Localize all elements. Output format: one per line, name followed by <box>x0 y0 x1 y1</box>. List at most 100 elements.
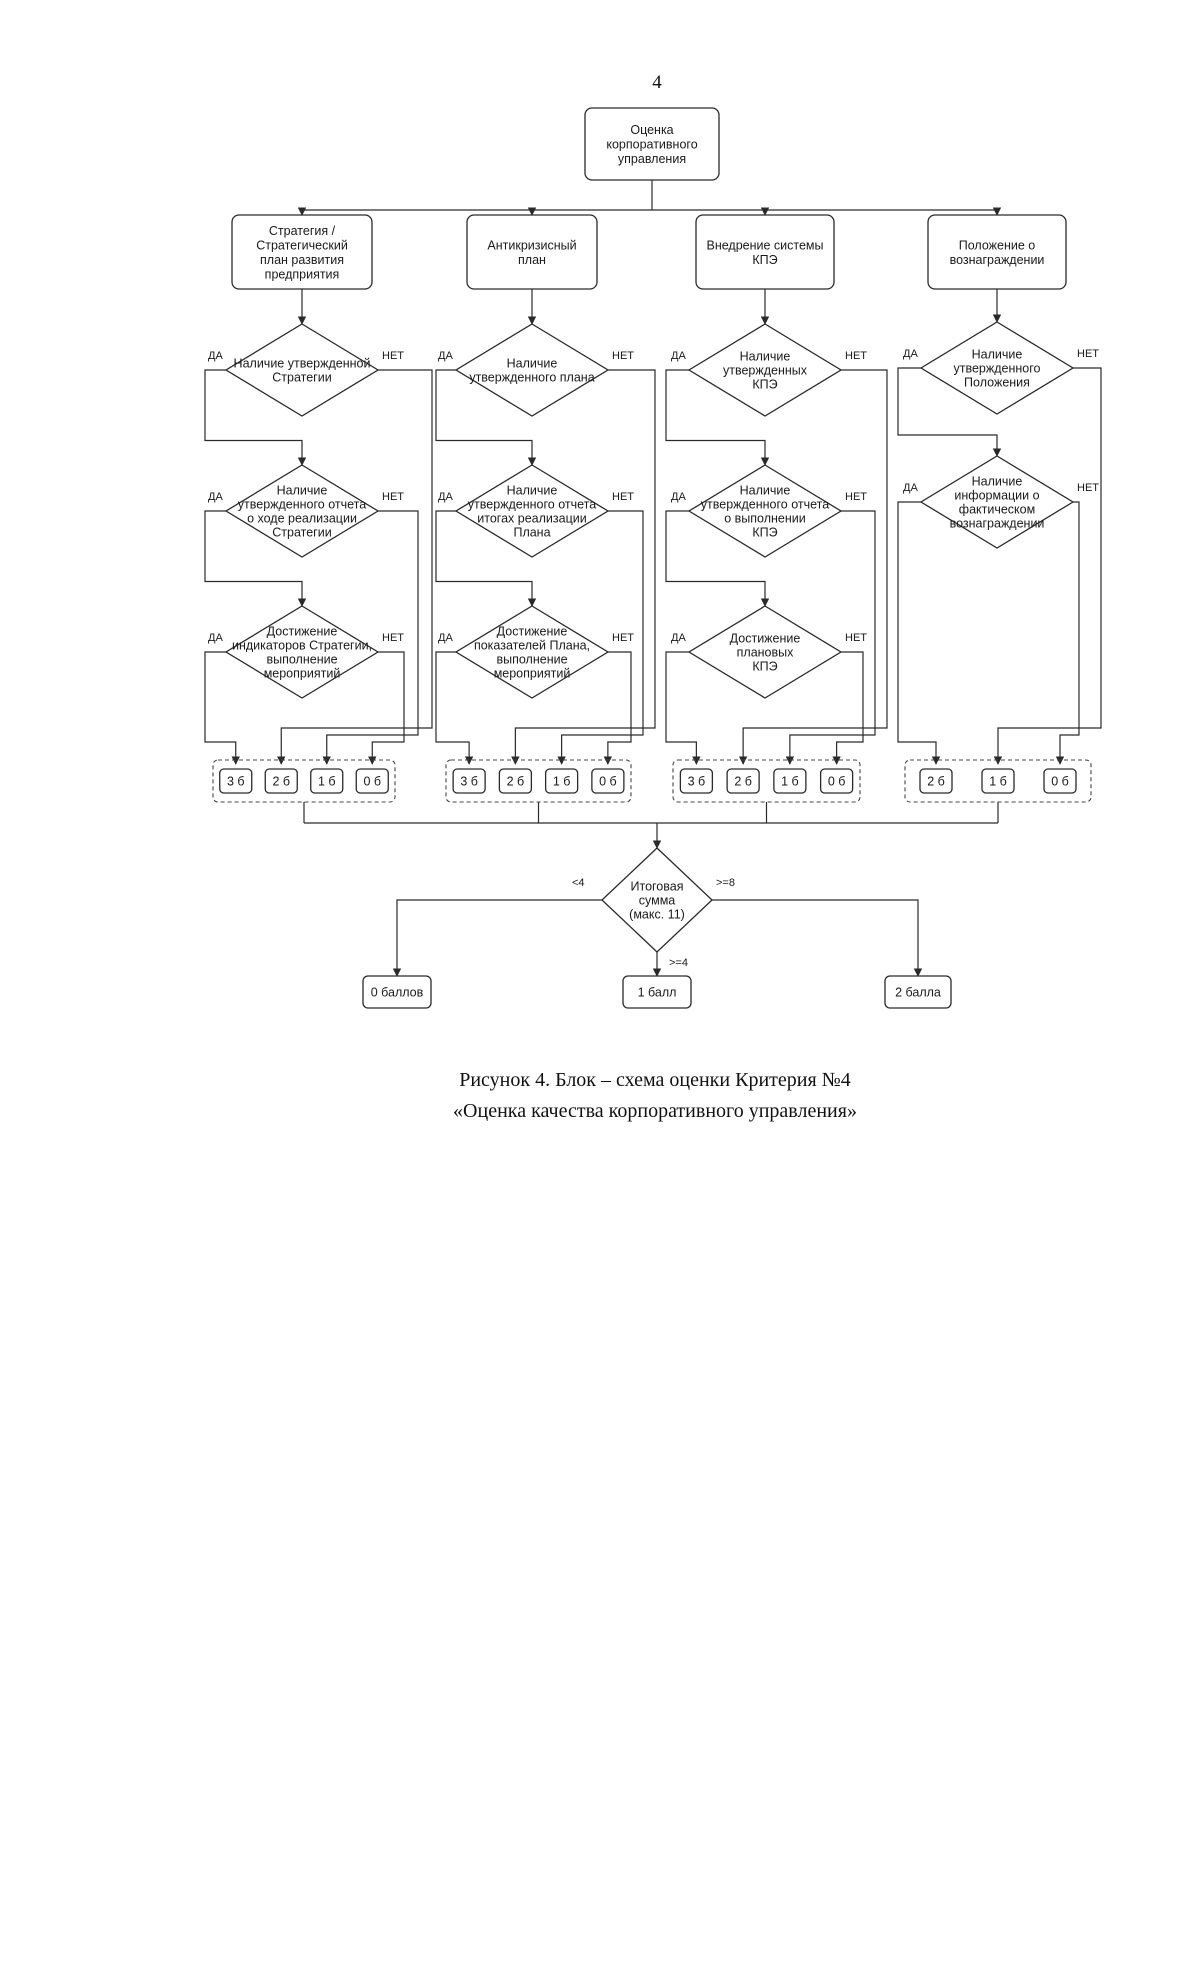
root-node-label-line: Оценка <box>630 123 673 137</box>
score-label-line: 2 б <box>272 775 290 789</box>
branch-title-label-2-line: Антикризисный <box>487 238 576 252</box>
score-label: 1 б <box>553 775 571 789</box>
check-label-2-3-line: Достижение <box>497 625 568 639</box>
total-label-line: (макс. 11) <box>629 908 685 922</box>
total-label-line: сумма <box>639 894 676 908</box>
yes-label: ДА <box>208 350 223 362</box>
score-box <box>264 768 298 794</box>
check-label-2-1-line: Наличие <box>507 357 558 371</box>
threshold-ge-8: >=8 <box>716 877 735 889</box>
result-box-3 <box>884 975 952 1009</box>
no-label: НЕТ <box>1077 482 1099 494</box>
no-label: НЕТ <box>612 350 634 362</box>
score-box <box>919 768 953 794</box>
result-label-3: 2 балла <box>895 986 941 1000</box>
yes-label: ДА <box>671 491 686 503</box>
check-label-2-1-line: утвержденного плана <box>469 371 594 385</box>
branch-title-2 <box>466 214 598 290</box>
check-diamond-2-3 <box>454 605 610 699</box>
score-box <box>498 768 533 794</box>
check-diamond-4-1 <box>919 321 1075 415</box>
check-label-3-3-line: КПЭ <box>752 660 777 674</box>
total-label-line: Итоговая <box>631 880 684 894</box>
score-label-line: 2 б <box>734 775 752 789</box>
yes-connector <box>897 367 1002 457</box>
branch-title-label-4-line: вознаграждении <box>950 253 1045 267</box>
check-label-2-2-line: утвержденного отчета <box>468 498 596 512</box>
check-label-2-2-line: итогах реализации <box>477 512 586 526</box>
check-label-1-3-line: выполнение <box>266 653 337 667</box>
result-label-2-line: 1 балл <box>638 986 677 1000</box>
total-diamond <box>601 847 713 953</box>
score-label: 2 б <box>507 775 525 789</box>
result-label-1: 0 баллов <box>371 986 424 1000</box>
branch-title-4 <box>927 214 1067 290</box>
figure-caption-line-1: Рисунок 4. Блок – схема оценки Критерия … <box>459 1069 851 1091</box>
check-label-4-2-line: информации о <box>954 489 1039 503</box>
no-label: НЕТ <box>845 491 867 503</box>
score-label-line: 3 б <box>227 775 245 789</box>
no-connector <box>277 369 433 765</box>
no-connector <box>785 510 876 765</box>
figure-caption-line-2: «Оценка качества корпоративного управлен… <box>453 1100 857 1122</box>
check-label-3-1-line: КПЭ <box>752 378 777 392</box>
score-box <box>726 768 760 794</box>
yes-connector <box>435 651 474 765</box>
score-label: 0 б <box>599 775 617 789</box>
result-box-2 <box>622 975 692 1009</box>
score-label: 1 б <box>318 775 336 789</box>
score-label: 3 б <box>460 775 478 789</box>
result-label-2: 1 балл <box>638 986 677 1000</box>
check-label-2-3-line: мероприятий <box>494 667 571 681</box>
yes-label: ДА <box>438 491 453 503</box>
check-label-1-2-line: утвержденного отчета <box>238 498 366 512</box>
connector-lines <box>204 180 1102 977</box>
yes-connector <box>435 510 537 607</box>
score-box <box>1043 768 1077 794</box>
check-label-4-2-line: вознаграждении <box>950 517 1045 531</box>
score-label-line: 3 б <box>688 775 706 789</box>
check-label-3-2-line: о выполнении <box>724 512 806 526</box>
no-label: НЕТ <box>1077 348 1099 360</box>
result-label-3-line: 2 балла <box>895 986 941 1000</box>
check-label-4-1-line: утвержденного <box>954 362 1041 376</box>
no-label: НЕТ <box>382 632 404 644</box>
score-label: 3 б <box>227 775 245 789</box>
branch-title-3 <box>695 214 835 290</box>
no-connector <box>1055 501 1080 765</box>
check-label-1-1-line: Наличие утвержденной <box>234 357 371 371</box>
result-arrow-left <box>392 899 602 977</box>
check-label-1-1-line: Стратегии <box>272 371 331 385</box>
score-label-line: 1 б <box>318 775 336 789</box>
yes-label: ДА <box>903 348 918 360</box>
score-label: 0 б <box>1051 775 1069 789</box>
root-node-label-line: управления <box>618 152 686 166</box>
yes-label: ДА <box>671 350 686 362</box>
yes-label: ДА <box>671 632 686 644</box>
threshold-ge-4: >=4 <box>669 957 688 969</box>
score-label: 3 б <box>688 775 706 789</box>
no-connector <box>993 367 1102 765</box>
score-label-line: 0 б <box>599 775 617 789</box>
check-label-2-3-line: выполнение <box>496 653 567 667</box>
check-label-1-2-line: Наличие <box>277 484 328 498</box>
score-label: 0 б <box>828 775 846 789</box>
branch-title-label-1-line: план развития <box>260 253 344 267</box>
result-arrow-right <box>712 899 923 977</box>
check-label-3-2-line: КПЭ <box>752 526 777 540</box>
branch-title-label-3-line: КПЭ <box>752 253 777 267</box>
no-connector <box>511 369 656 765</box>
no-label: НЕТ <box>382 350 404 362</box>
